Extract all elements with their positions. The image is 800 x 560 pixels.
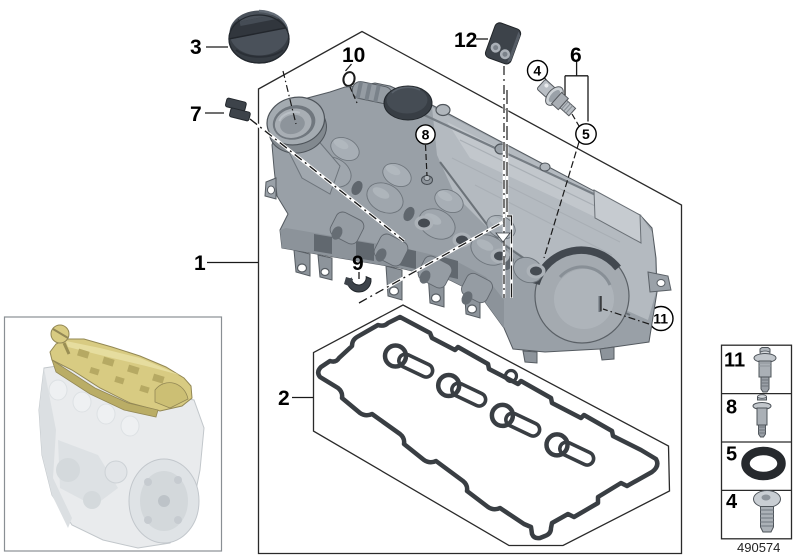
- svg-text:11: 11: [724, 350, 745, 372]
- svg-text:4: 4: [533, 63, 541, 79]
- svg-text:5: 5: [582, 126, 590, 142]
- svg-text:490574: 490574: [737, 540, 780, 555]
- svg-text:4: 4: [726, 491, 738, 513]
- svg-text:3: 3: [190, 36, 202, 59]
- svg-text:11: 11: [653, 311, 668, 327]
- svg-text:9: 9: [352, 252, 364, 275]
- svg-text:1: 1: [194, 252, 206, 275]
- svg-text:5: 5: [726, 444, 737, 466]
- svg-text:8: 8: [422, 127, 430, 143]
- svg-text:7: 7: [190, 103, 202, 126]
- svg-text:10: 10: [342, 44, 365, 67]
- svg-text:2: 2: [278, 387, 290, 410]
- svg-text:12: 12: [454, 29, 477, 52]
- svg-text:6: 6: [570, 44, 582, 67]
- svg-text:8: 8: [726, 397, 737, 419]
